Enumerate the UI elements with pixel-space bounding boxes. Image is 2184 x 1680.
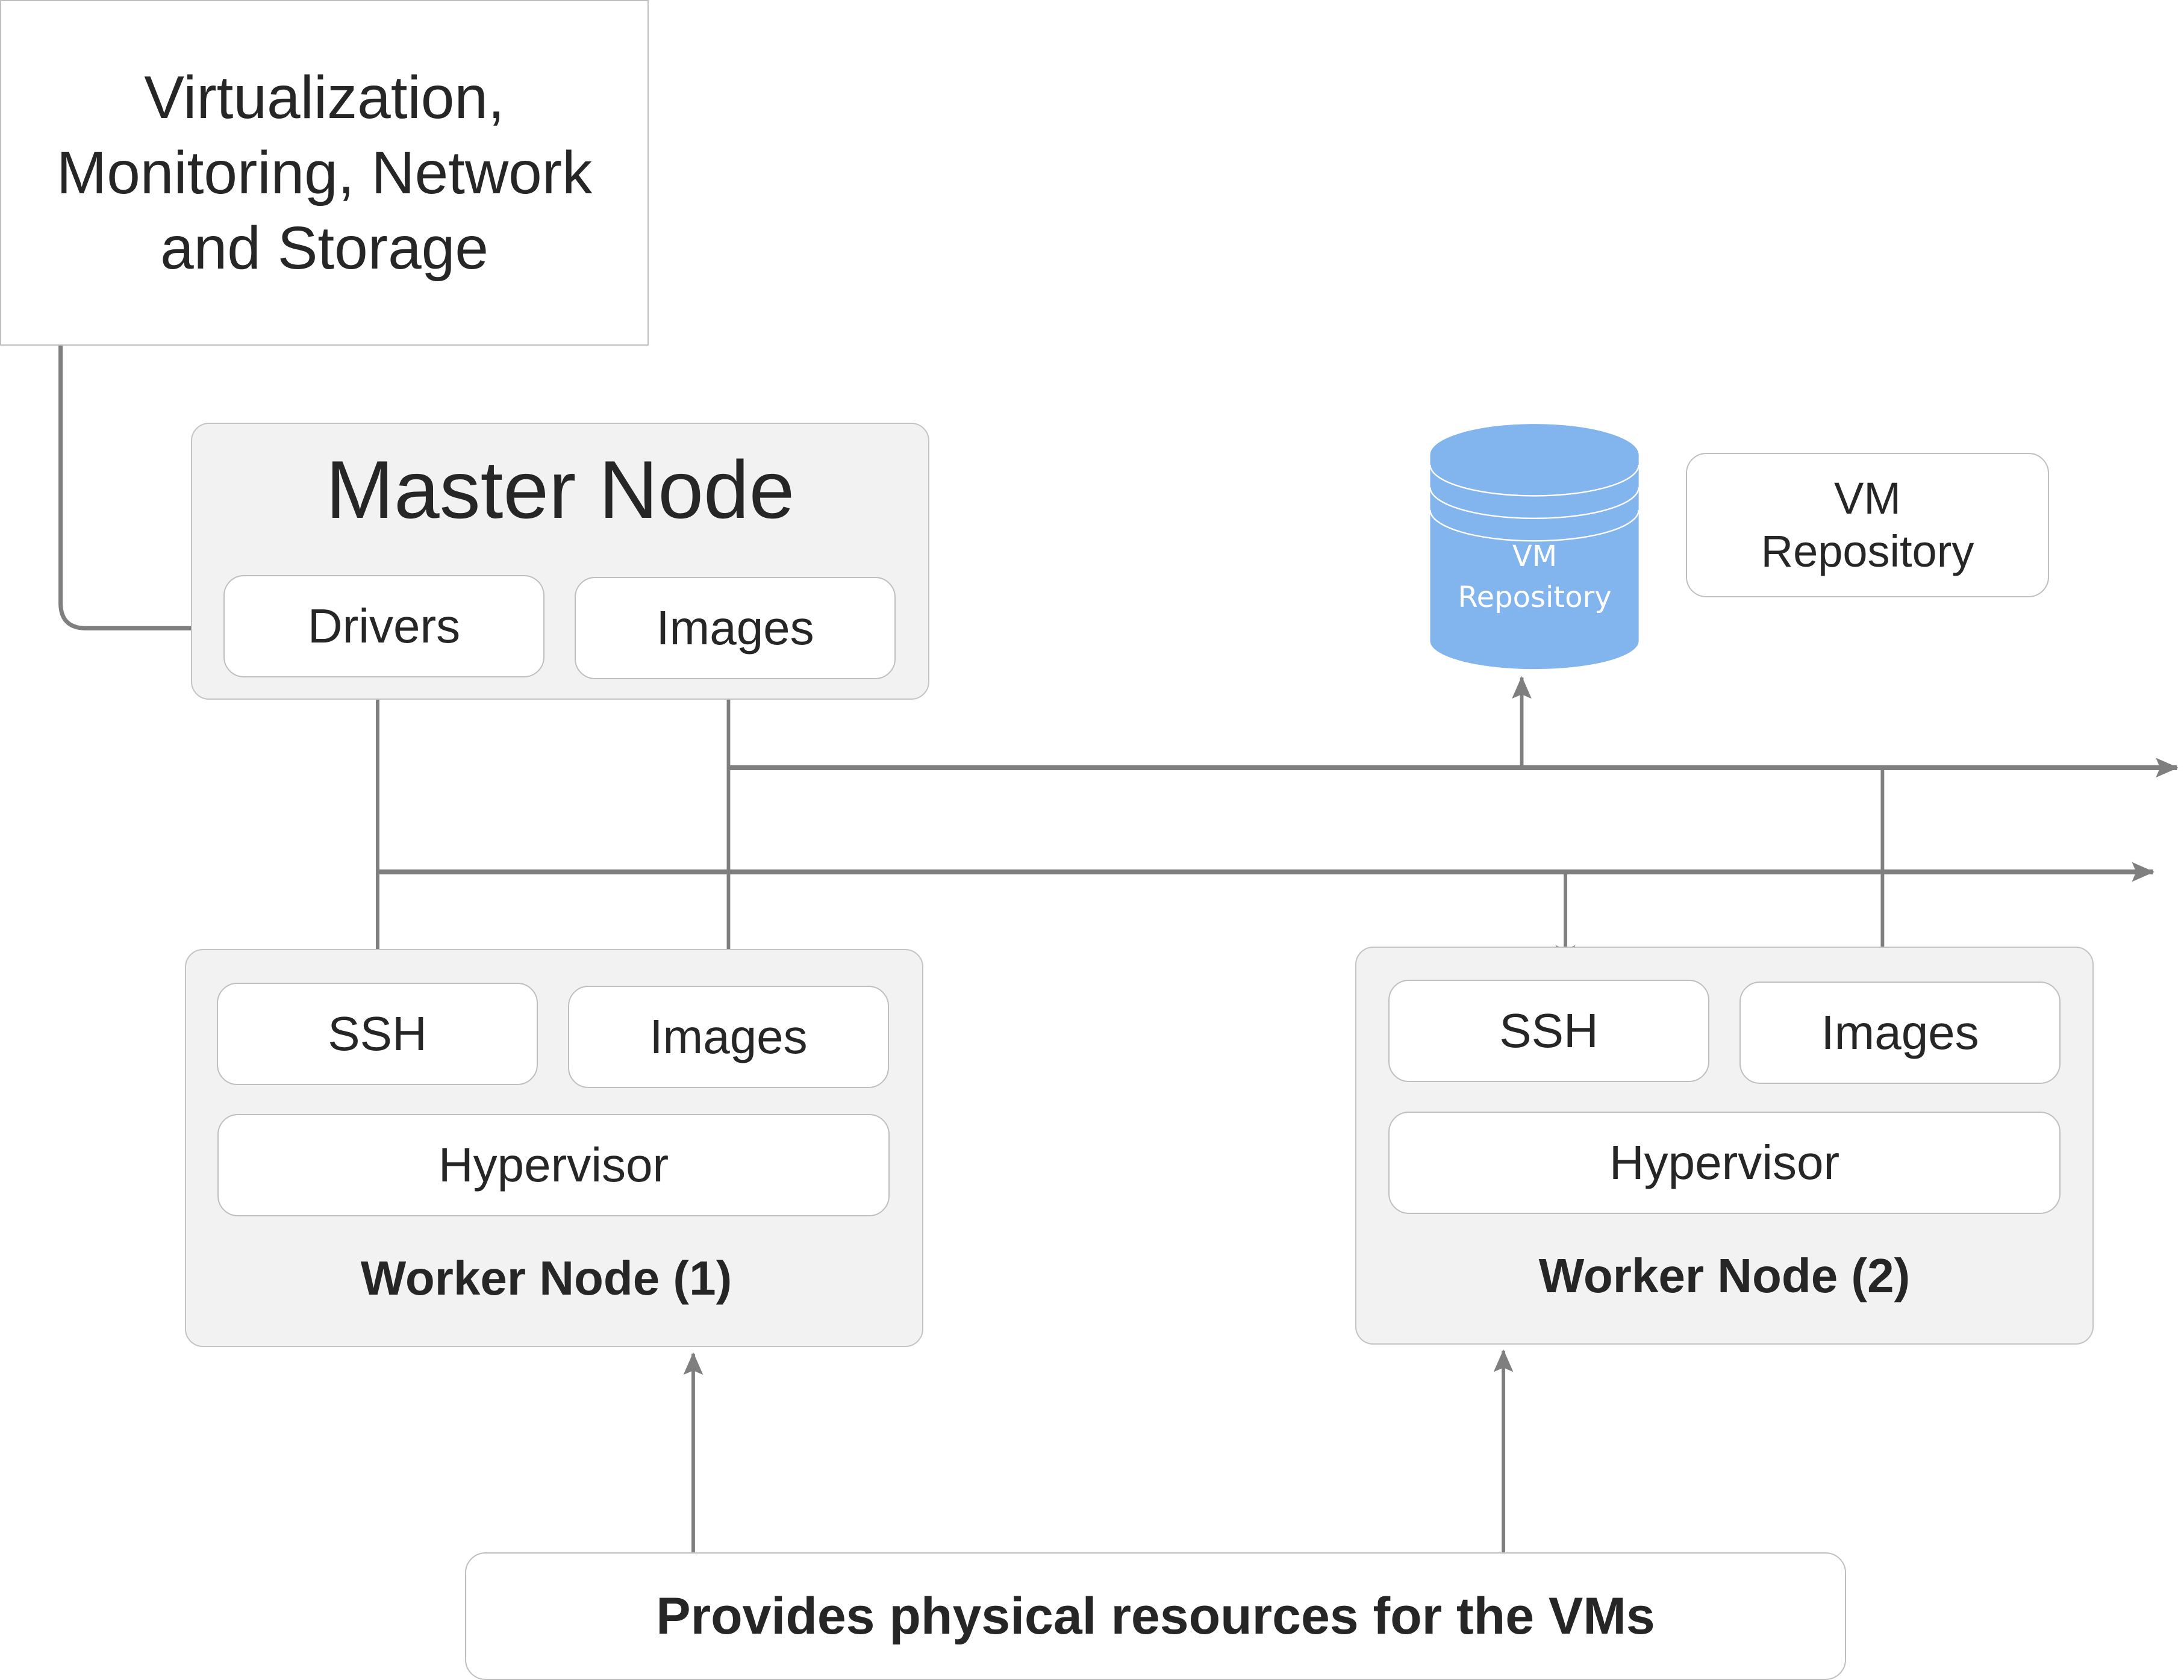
control-services-box: Virtualization, Monitoring, Network and …: [0, 0, 649, 346]
master-node-title: Master Node: [325, 444, 795, 535]
physical-resources-box: Provides physical resources for the VMs: [465, 1552, 1846, 1680]
control-services-line-1: Virtualization,: [144, 63, 505, 131]
worker-1-images-box: Images: [568, 986, 889, 1088]
vm-repository-cylinder-line-1: VM: [1512, 540, 1558, 573]
worker-1-title: Worker Node (1): [360, 1251, 732, 1305]
control-services-line-2: Monitoring, Network: [56, 138, 593, 207]
database-cylinder-icon: [1429, 424, 1640, 670]
arrow-control-to-drivers: [58, 345, 222, 638]
worker-2-title: Worker Node (2): [1538, 1249, 1911, 1302]
master-images-box: Images: [575, 577, 896, 679]
vm-repository-line-1: VM: [1834, 473, 1901, 523]
worker-2-hypervisor-box: Hypervisor: [1388, 1112, 2061, 1214]
vm-repository-cylinder-line-2: Repository: [1458, 580, 1612, 614]
vm-repository-cylinder-label: VM Repository: [1431, 536, 1639, 618]
vm-repository-line-2: Repository: [1761, 526, 1974, 576]
worker-1-ssh-box: SSH: [217, 983, 538, 1085]
worker-2-images-box: Images: [1739, 982, 2061, 1084]
worker-2-ssh-box: SSH: [1388, 980, 1709, 1082]
worker-1-hypervisor-box: Hypervisor: [217, 1114, 890, 1216]
vm-repository-box: VM Repository: [1686, 453, 2049, 597]
master-drivers-box: Drivers: [223, 575, 544, 677]
control-services-line-3: and Storage: [160, 214, 488, 282]
